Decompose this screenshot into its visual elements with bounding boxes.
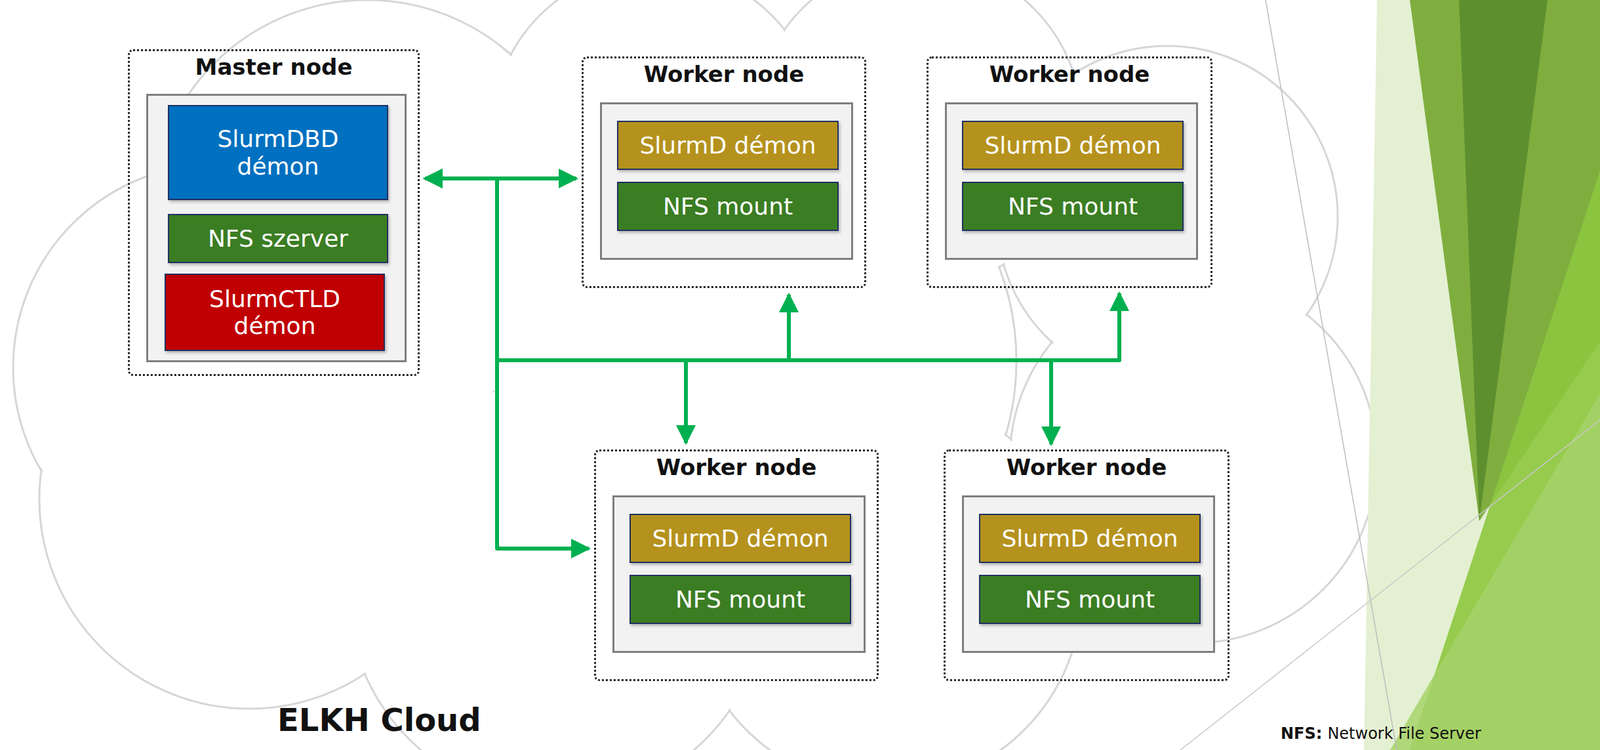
service-box: NFS mount bbox=[979, 574, 1201, 624]
deco-band bbox=[1390, 393, 1600, 750]
deco-line bbox=[1180, 419, 1600, 750]
worker-node: Worker nodeSlurmD démonNFS mount bbox=[594, 449, 879, 681]
service-box: NFS mount bbox=[629, 574, 852, 624]
service-label: NFS mount bbox=[662, 192, 793, 220]
service-box: SlurmD démon bbox=[979, 513, 1201, 563]
service-box: SlurmCTLD démon bbox=[164, 273, 385, 351]
node-heading: Worker node bbox=[928, 60, 1211, 88]
footnote-term: NFS: bbox=[1280, 723, 1322, 743]
service-box: NFS mount bbox=[961, 181, 1184, 231]
node-heading: Worker node bbox=[945, 453, 1228, 480]
service-label: SlurmD démon bbox=[984, 131, 1162, 159]
node-frame: SlurmD démonNFS mount bbox=[944, 102, 1199, 260]
service-label: NFS mount bbox=[1007, 192, 1138, 220]
service-box: SlurmD démon bbox=[961, 120, 1184, 170]
bus-branch bbox=[683, 360, 688, 443]
deco-band bbox=[1363, 0, 1600, 750]
node-heading: Worker node bbox=[583, 60, 865, 88]
master-node: Master nodeSlurmDBD démonNFS szerverSlur… bbox=[127, 49, 420, 376]
footnote: NFS:Network File Server bbox=[1280, 723, 1482, 743]
service-box: SlurmD démon bbox=[629, 513, 852, 563]
cloud-stroke bbox=[13, 0, 1378, 750]
node-heading: Master node bbox=[129, 53, 418, 80]
service-box: NFS szerver bbox=[167, 213, 389, 263]
node-heading: Worker node bbox=[596, 453, 877, 480]
service-label: SlurmD démon bbox=[640, 131, 817, 159]
worker-node: Worker nodeSlurmD démonNFS mount bbox=[581, 56, 867, 288]
service-label: SlurmDBD démon bbox=[179, 125, 377, 180]
bus-branch bbox=[786, 294, 791, 360]
node-frame: SlurmDBD démonNFS szerverSlurmCTLD démon bbox=[146, 93, 407, 362]
cloud-label: ELKH Cloud bbox=[277, 701, 482, 738]
worker-node: Worker nodeSlurmD démonNFS mount bbox=[943, 449, 1230, 681]
service-label: NFS mount bbox=[1024, 585, 1155, 613]
worker-node: Worker nodeSlurmD démonNFS mount bbox=[926, 56, 1213, 288]
service-label: SlurmCTLD démon bbox=[176, 285, 374, 340]
service-label: SlurmD démon bbox=[652, 524, 829, 552]
service-box: SlurmDBD démon bbox=[167, 104, 389, 200]
node-frame: SlurmD démonNFS mount bbox=[961, 495, 1216, 653]
service-label: NFS mount bbox=[675, 585, 806, 613]
footnote-text: Network File Server bbox=[1327, 723, 1481, 743]
deco-line bbox=[1265, 0, 1397, 750]
service-box: SlurmD démon bbox=[617, 120, 839, 170]
service-label: SlurmD démon bbox=[1001, 524, 1179, 552]
network-link bbox=[424, 178, 589, 549]
node-frame: SlurmD démonNFS mount bbox=[600, 102, 854, 260]
cloud-fill bbox=[14, 0, 1376, 750]
service-label: NFS szerver bbox=[207, 224, 349, 252]
service-box: NFS mount bbox=[617, 181, 839, 231]
node-frame: SlurmD démonNFS mount bbox=[612, 495, 866, 653]
